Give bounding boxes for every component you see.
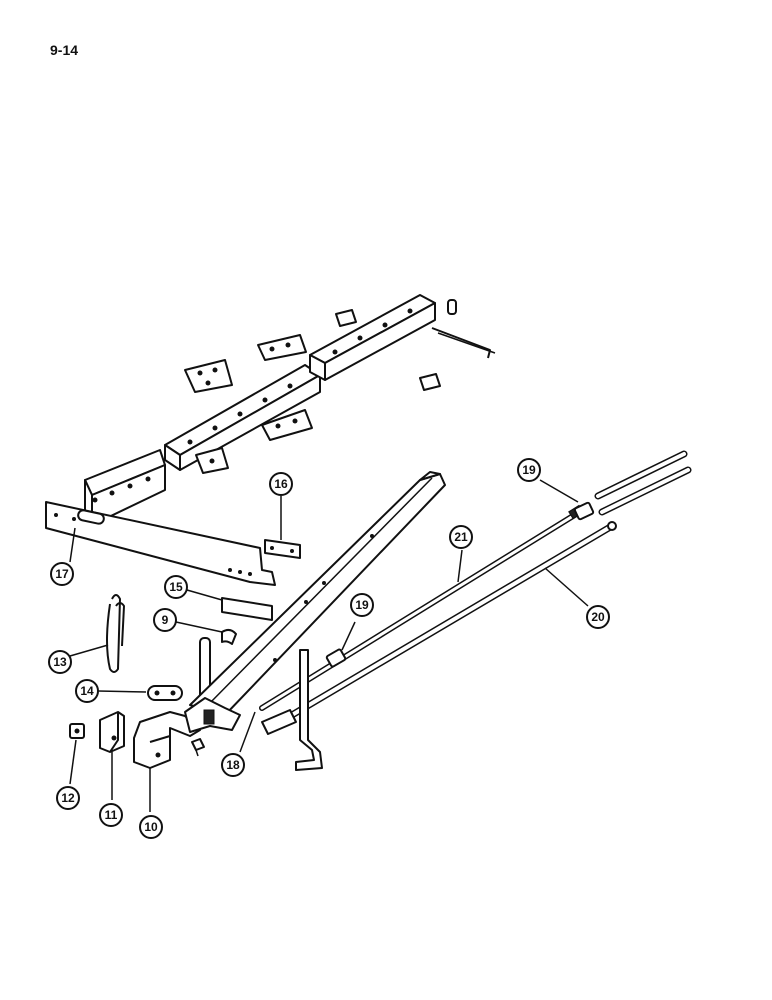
callout-11[interactable]: 11 [99,803,123,827]
callout-19-lower[interactable]: 19 [350,593,374,617]
mounting-plate-upper-left [184,359,233,393]
mounting-plate-lower [261,409,313,441]
rod-extension-lower [598,466,692,516]
callout-19-upper[interactable]: 19 [517,458,541,482]
main-tongue-beam [189,471,446,716]
callout-9[interactable]: 9 [153,608,177,632]
bracket-11 [99,711,125,753]
callout-20[interactable]: 20 [586,605,610,629]
pin-top [447,299,457,315]
rod-20 [261,521,617,735]
callout-12[interactable]: 12 [56,786,80,810]
callout-10-label: 10 [144,820,158,834]
pin-9 [221,628,237,645]
callout-18[interactable]: 18 [221,753,245,777]
bolt [191,738,205,757]
callout-19-upper-label: 19 [522,463,536,477]
mounting-plate-upper-mid [257,334,307,361]
leader-lines [69,479,589,812]
callout-13-label: 13 [53,655,67,669]
callout-16-label: 16 [274,477,288,491]
spacer-15 [221,597,273,621]
coupler-19-lower [325,648,347,668]
callout-17[interactable]: 17 [50,562,74,586]
bracket-10 [133,711,201,769]
callout-20-label: 20 [591,610,605,624]
callout-10[interactable]: 10 [139,815,163,839]
callout-15[interactable]: 15 [164,575,188,599]
callout-11-label: 11 [105,808,118,822]
callout-19-lower-label: 19 [355,598,369,612]
plate-16 [264,539,301,559]
hitch-clevis [184,697,241,733]
page-number: 9-14 [50,42,79,58]
nut-12 [69,723,85,739]
rod-hook-top [431,327,496,359]
callout-15-label: 15 [169,580,183,594]
mounting-plate-bottom [195,447,229,474]
callout-13[interactable]: 13 [48,650,72,674]
callout-21-label: 21 [454,530,468,544]
callout-14-label: 14 [80,684,94,698]
callout-17-label: 17 [55,567,69,581]
callout-21[interactable]: 21 [449,525,473,549]
square-nut-top [335,309,357,327]
square-nut-mid [419,373,441,391]
callout-16[interactable]: 16 [269,472,293,496]
link-14 [147,685,183,701]
standard-leg [295,649,323,771]
callout-14[interactable]: 14 [75,679,99,703]
callout-12-label: 12 [61,791,75,805]
callout-9-label: 9 [162,613,169,627]
frame-beam-right [309,294,436,381]
flat-bar-17 [45,501,276,586]
rod-extension-upper [594,450,688,500]
callout-18-label: 18 [226,758,240,772]
spring-clip-13 [106,594,125,673]
coupler-19-upper [573,501,595,521]
